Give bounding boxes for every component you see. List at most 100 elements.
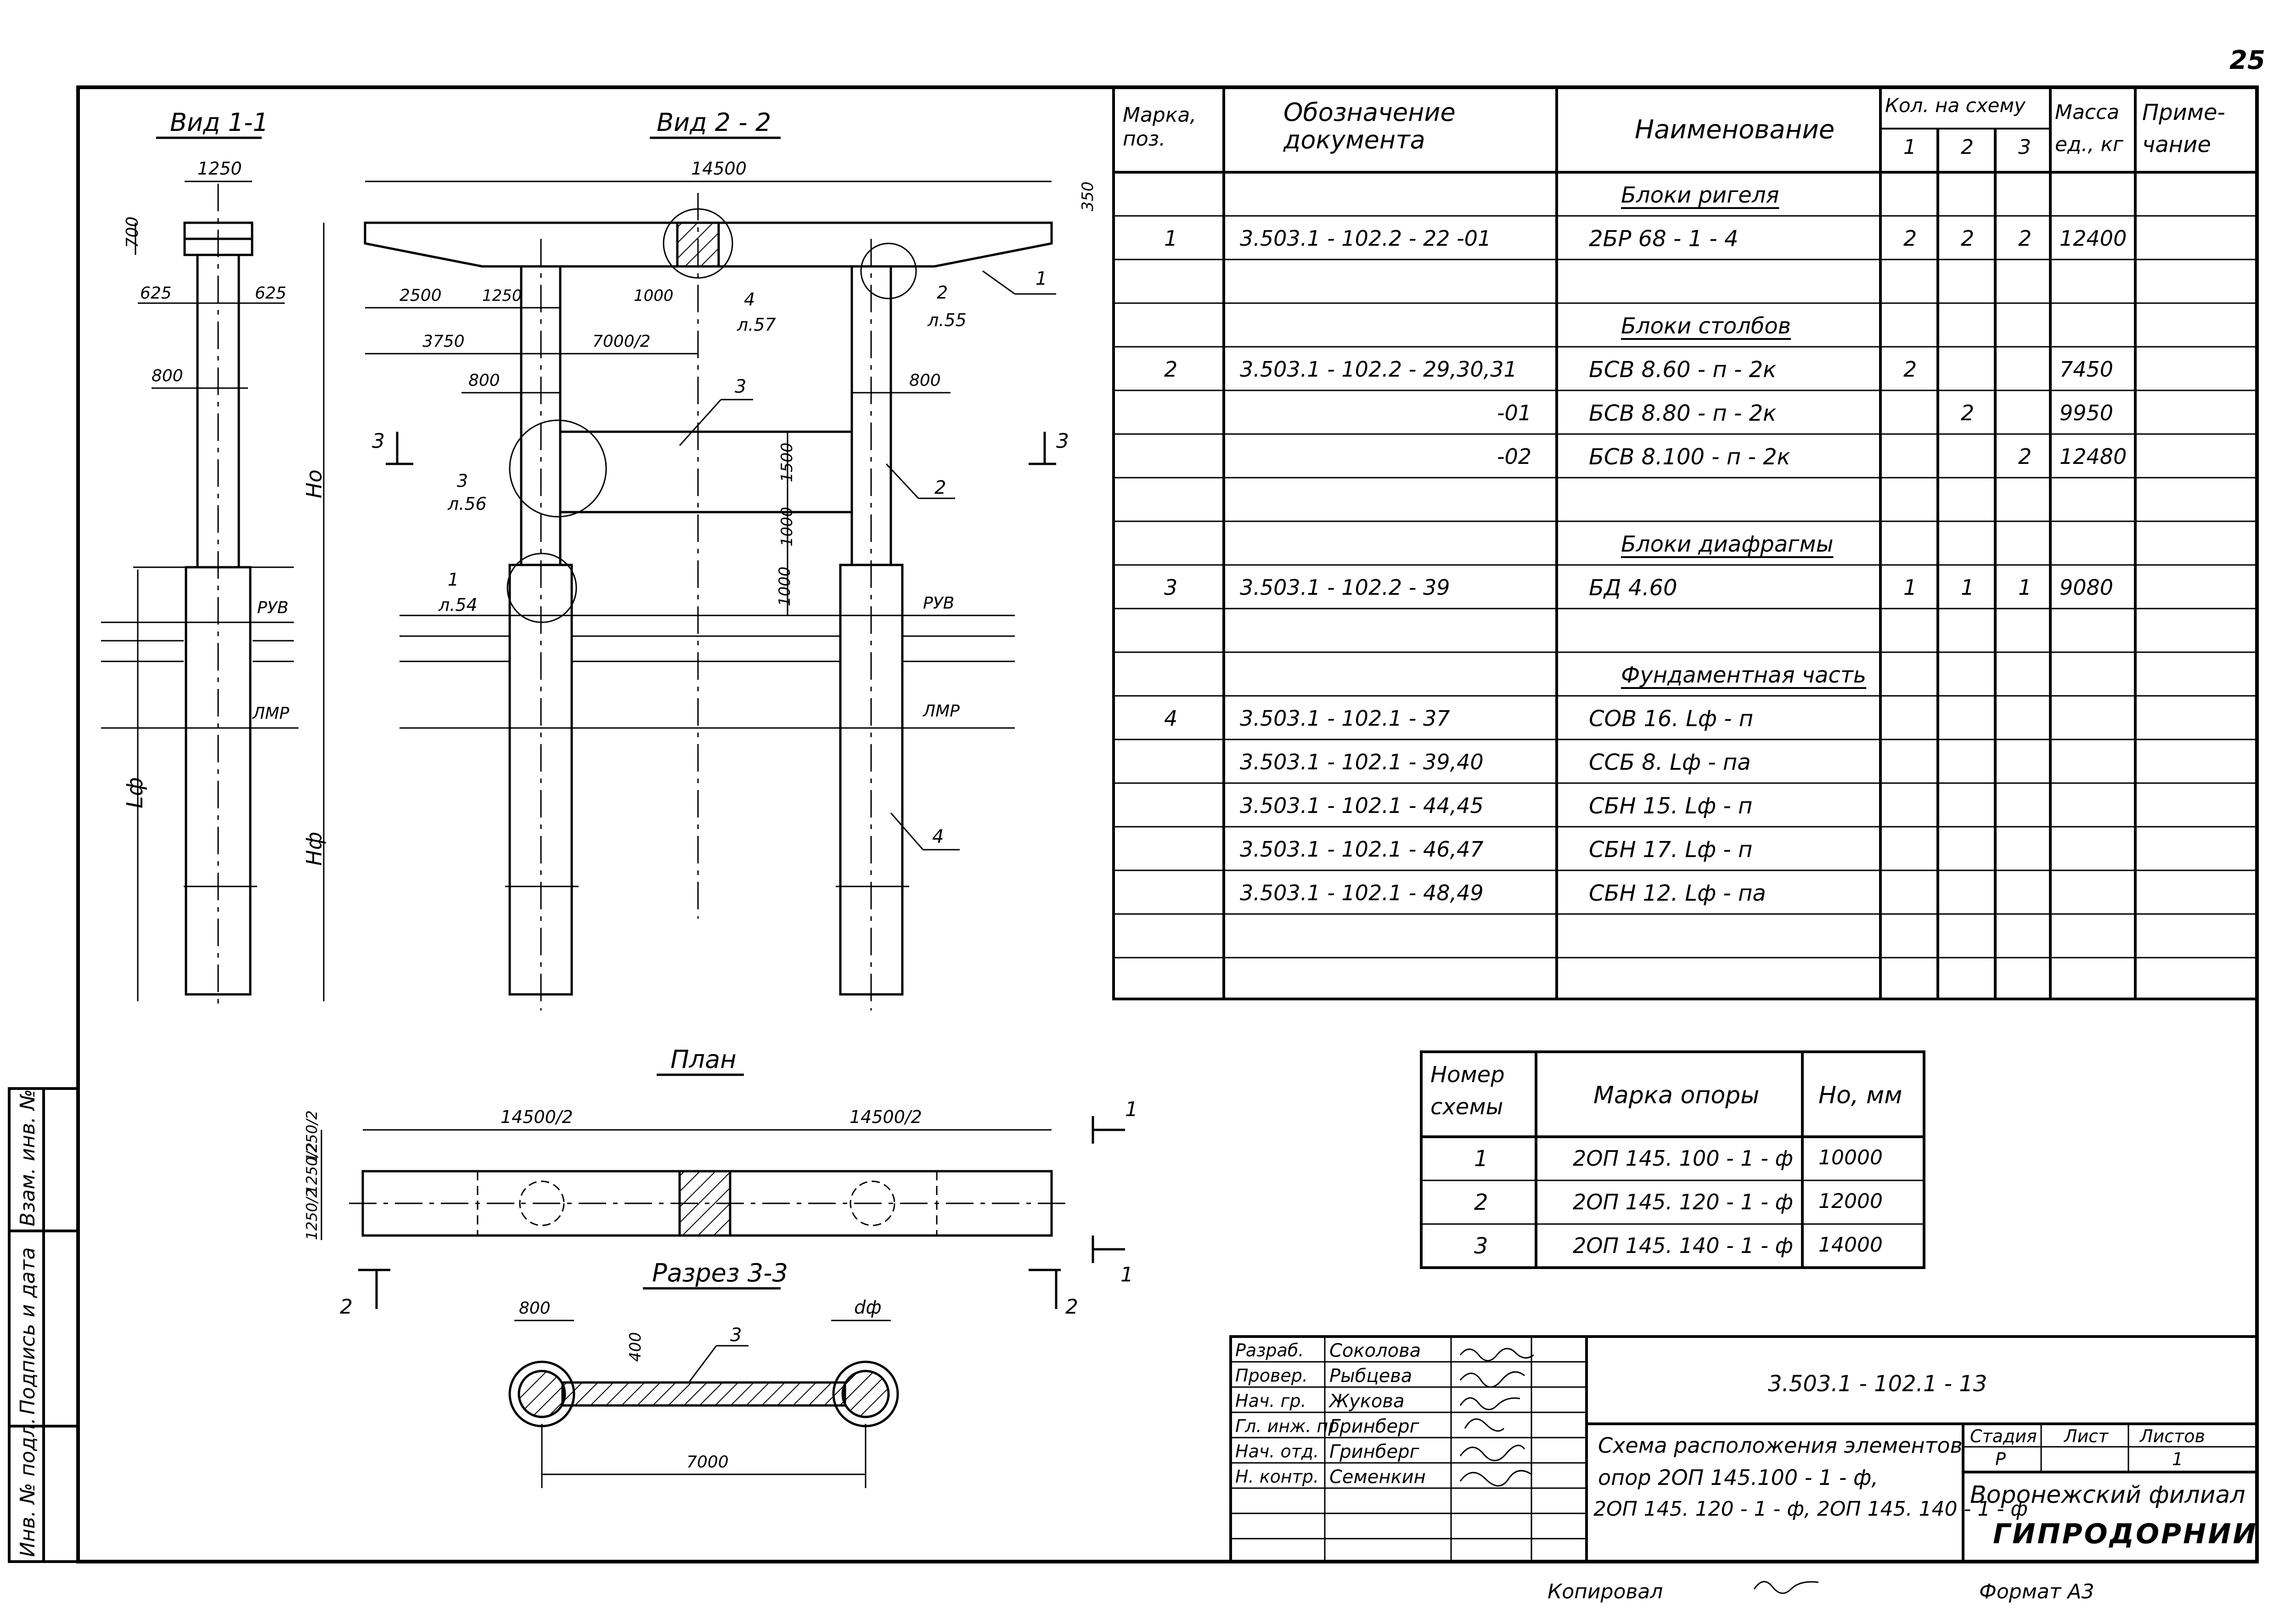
scheme-table-grid	[1420, 1050, 1925, 1269]
svg-text:7000/2: 7000/2	[592, 332, 651, 351]
row-doc: 3.503.1 - 102.2 - 39	[1240, 575, 1450, 600]
svg-text:3: 3	[735, 376, 746, 397]
stage-value: Р	[1995, 1449, 2006, 1469]
row-name: СБН 15. Lф - п	[1589, 793, 1753, 819]
row-name: БСВ 8.100 - п - 2к	[1589, 444, 1790, 470]
signatures	[1459, 1348, 1819, 1594]
svg-text:Lф: Lф	[122, 777, 148, 808]
hdr-qty2: 2	[1961, 135, 1974, 159]
title-line-1: Схема расположения элементов	[1598, 1433, 1963, 1458]
scheme-row-num: 2	[1474, 1190, 1488, 1215]
view-1-1-title: Вид 1-1	[170, 108, 269, 137]
svg-text:800: 800	[519, 1299, 551, 1318]
svg-text:ЛМР: ЛМР	[252, 704, 289, 723]
hdr-mass: Масса ед., кг	[2055, 101, 2124, 156]
svg-text:4: 4	[932, 826, 944, 847]
tb-role: Гл. инж. пр.	[1235, 1416, 1345, 1436]
scheme-row-ho: 10000	[1818, 1146, 1883, 1169]
hdr-qty1: 1	[1903, 135, 1916, 159]
org-line-1: Воронежский филиал	[1970, 1481, 2245, 1509]
row-qty1: 1	[1903, 575, 1917, 600]
plan-title: План	[670, 1045, 737, 1074]
svg-text:Взам. инв. №: Взам. инв. №	[16, 1089, 39, 1226]
row-mass: 12480	[2060, 444, 2127, 469]
svg-text:2: 2	[340, 1295, 353, 1319]
row-doc: 3.503.1 - 102.1 - 44,45	[1240, 793, 1484, 818]
svg-text:4: 4	[744, 289, 755, 310]
row-group-heading: Блоки диафрагмы	[1621, 531, 1834, 557]
row-qty1: 2	[1903, 357, 1917, 382]
sheet-label: Лист	[2064, 1426, 2109, 1446]
row-doc: 3.503.1 - 102.1 - 39,40	[1240, 750, 1484, 774]
row-mass: 9950	[2060, 401, 2114, 425]
row-qty3: 1	[2018, 575, 2032, 600]
org-line-2: ГИПРОДОРНИИ	[1993, 1518, 2258, 1550]
svg-text:7000: 7000	[687, 1453, 729, 1472]
svg-text:1250: 1250	[197, 158, 242, 179]
hdr-mark: Марка, поз.	[1123, 103, 1197, 151]
svg-text:700: 700	[123, 216, 142, 248]
svg-text:1000: 1000	[778, 507, 796, 547]
svg-text:625: 625	[255, 284, 287, 303]
svg-text:dф: dф	[854, 1297, 882, 1318]
row-mark: 2	[1164, 357, 1178, 382]
row-group-heading: Блоки столбов	[1621, 313, 1791, 339]
row-qty1: 2	[1903, 226, 1917, 251]
svg-text:14500/2: 14500/2	[850, 1107, 922, 1127]
row-mass: 9080	[2060, 575, 2114, 600]
tb-role: Провер.	[1235, 1365, 1308, 1386]
row-name: ССБ 8. Lф - па	[1589, 750, 1751, 775]
view-1-1: Вид 1-1 1250 700 625 625 800 РУВ ЛМР Lф	[101, 108, 298, 1010]
svg-text:1: 1	[1120, 1263, 1133, 1286]
hdr-name: Наименование	[1635, 115, 1835, 145]
row-name: 2БР 68 - 1 - 4	[1589, 226, 1739, 252]
row-qty3: 2	[2018, 444, 2032, 469]
svg-text:2: 2	[1065, 1295, 1078, 1319]
svg-text:3: 3	[372, 429, 385, 453]
row-name: СОВ 16. Lф - п	[1589, 706, 1754, 732]
title-line-2: опор 2ОП 145.100 - 1 - ф,	[1598, 1465, 1878, 1490]
svg-text:1250/2: 1250/2	[303, 1142, 321, 1194]
row-mass: 7450	[2060, 357, 2114, 382]
svg-text:л.55: л.55	[927, 310, 967, 330]
svg-text:800: 800	[909, 371, 941, 390]
row-group-heading: Блоки ригеля	[1621, 182, 1779, 208]
scheme-row-mark: 2ОП 145. 120 - 1 - ф	[1573, 1190, 1793, 1214]
svg-text:РУВ: РУВ	[923, 594, 954, 613]
row-doc: -01	[1497, 401, 1532, 425]
scheme-row-ho: 12000	[1818, 1190, 1883, 1213]
row-name: БСВ 8.80 - п - 2к	[1589, 401, 1777, 426]
scheme-row-mark: 2ОП 145. 100 - 1 - ф	[1573, 1146, 1793, 1171]
row-name: СБН 17. Lф - п	[1589, 837, 1753, 863]
page-number: 25	[2229, 45, 2265, 75]
scheme-hdr-num: Номер схемы	[1430, 1062, 1505, 1120]
svg-text:3: 3	[730, 1325, 742, 1346]
row-qty3: 2	[2018, 226, 2032, 251]
tb-name: Жукова	[1329, 1391, 1405, 1412]
row-name: СБН 12. Lф - па	[1589, 880, 1766, 906]
svg-text:л.56: л.56	[447, 494, 487, 514]
sheet-value: 1	[2172, 1449, 2183, 1469]
row-qty2: 1	[1961, 575, 1975, 600]
svg-text:350: 350	[1079, 181, 1097, 211]
scheme-hdr-mark: Марка опоры	[1593, 1082, 1760, 1109]
svg-text:1: 1	[1125, 1098, 1138, 1121]
plan-view: План 14500/2 14500/2 1250/2 1250/2 1250/…	[303, 1045, 1138, 1319]
tb-name: Рыбцева	[1329, 1365, 1412, 1387]
svg-text:3: 3	[1056, 429, 1069, 453]
svg-text:Но: Но	[302, 469, 326, 498]
title-line-3: 2ОП 145. 120 - 1 - ф, 2ОП 145. 140 - 1 -…	[1593, 1497, 2028, 1521]
svg-text:800: 800	[152, 367, 183, 385]
hdr-qty3: 3	[2018, 135, 2031, 159]
svg-text:1: 1	[448, 570, 459, 590]
tb-name: Гринберг	[1329, 1416, 1419, 1437]
scheme-hdr-ho: Но, мм	[1818, 1082, 1902, 1109]
row-doc: 3.503.1 - 102.1 - 46,47	[1240, 837, 1484, 862]
svg-text:2: 2	[937, 282, 948, 303]
scheme-row-num: 1	[1474, 1146, 1488, 1172]
row-name: БСВ 8.60 - п - 2к	[1589, 357, 1777, 383]
svg-text:1250: 1250	[482, 287, 522, 305]
svg-text:л.54: л.54	[438, 595, 478, 615]
svg-text:1000: 1000	[776, 566, 794, 606]
view-2-2-title: Вид 2 - 2	[657, 108, 771, 137]
